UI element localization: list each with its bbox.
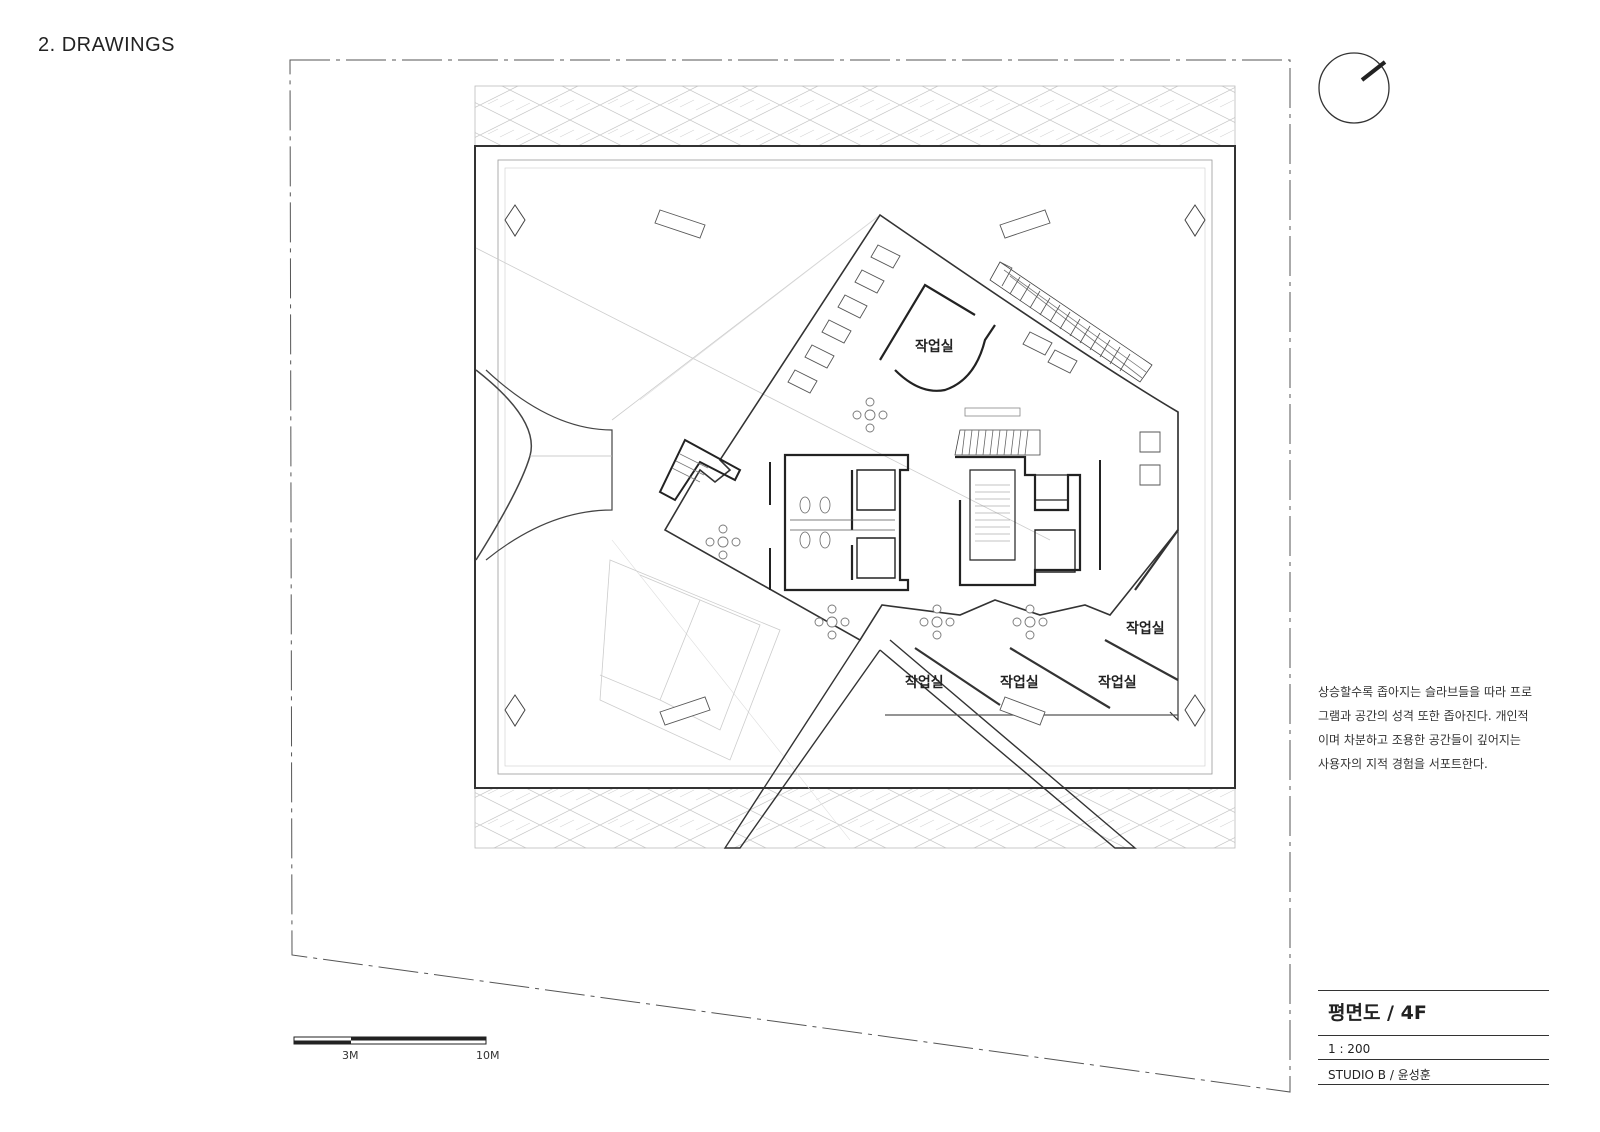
title-block-divider — [1318, 1059, 1549, 1060]
title-block-divider — [1318, 1035, 1549, 1036]
room-label-workroom-bottom-2: 작업실 — [1000, 675, 1039, 691]
landscape-hatch — [474, 85, 1236, 849]
workroom-wall — [879, 283, 996, 392]
description-line: 이며 차분하고 조용한 공간들이 깊어지는 — [1318, 733, 1521, 747]
north-arrow-icon — [1318, 52, 1390, 124]
round-tables — [705, 397, 1048, 640]
drawing-title: 평면도 / 4F — [1328, 1002, 1427, 1024]
core-stair-treads — [975, 484, 1010, 542]
site-boundary — [289, 59, 1291, 1093]
column-markers — [504, 204, 1206, 727]
emergency-stair — [658, 438, 742, 502]
room-label-workroom-right: 작업실 — [1126, 621, 1165, 637]
exterior-stair — [989, 261, 1153, 383]
room-label-workroom-bottom-1: 작업실 — [905, 675, 944, 691]
title-block-divider — [1318, 1084, 1549, 1085]
plaza-grid — [599, 559, 781, 761]
studio-credit: STUDIO B / 윤성훈 — [1328, 1068, 1431, 1082]
interior-stair — [954, 407, 1041, 456]
description-line: 그램과 공간의 성격 또한 좁아진다. 개인적 — [1318, 709, 1529, 723]
description-line: 사용자의 지적 경험을 서포트한다. — [1318, 757, 1488, 771]
toilet-core — [769, 453, 910, 592]
scale-label-10m: 10M — [476, 1049, 500, 1062]
toilet-fixtures — [799, 496, 831, 549]
drawing-scale: 1 : 200 — [1328, 1042, 1371, 1056]
page-title: 2. DRAWINGS — [38, 34, 175, 56]
scale-label-3m: 3M — [342, 1049, 359, 1062]
slab-outline — [663, 213, 1179, 849]
description-line: 상승할수록 좁아지는 슬라브들을 따라 프로 — [1318, 685, 1532, 699]
desks — [654, 209, 1161, 726]
stair-lift-core — [955, 455, 1101, 587]
description-text: 상승할수록 좁아지는 슬라브들을 따라 프로 그램과 공간의 성격 또한 좁아진… — [1318, 680, 1568, 776]
title-block-divider — [1318, 990, 1549, 991]
building-outline — [474, 145, 1236, 841]
room-label-workroom-top: 작업실 — [915, 339, 954, 355]
room-label-workroom-bottom-3: 작업실 — [1098, 675, 1137, 691]
scale-bar — [293, 1036, 487, 1045]
